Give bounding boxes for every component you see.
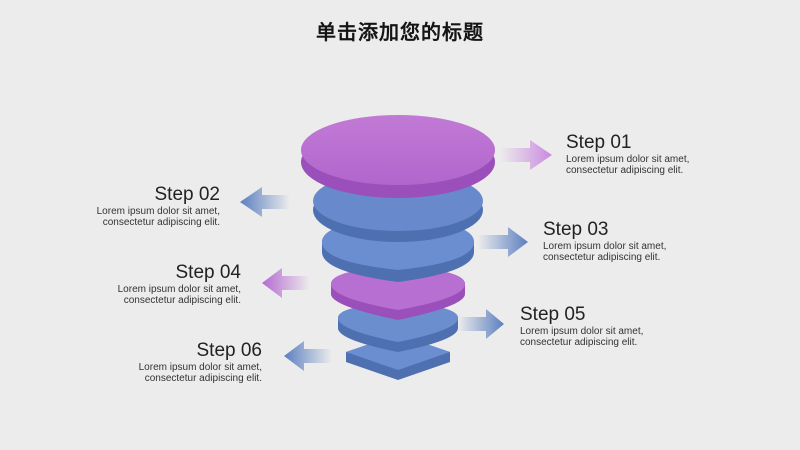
- arrow-step-04: [262, 268, 310, 298]
- layer-04: [331, 266, 465, 320]
- step-01-desc-line1: Lorem ipsum dolor sit amet,: [566, 154, 690, 165]
- step-06: Step 06 Lorem ipsum dolor sit amet, cons…: [110, 340, 262, 384]
- step-06-desc-line1: Lorem ipsum dolor sit amet,: [138, 362, 262, 373]
- step-04-desc-line1: Lorem ipsum dolor sit amet,: [117, 284, 241, 295]
- step-04: Step 04 Lorem ipsum dolor sit amet, cons…: [90, 262, 241, 306]
- step-01: Step 01 Lorem ipsum dolor sit amet, cons…: [566, 132, 689, 176]
- arrow-step-05: [458, 309, 504, 339]
- arrow-step-03: [478, 227, 528, 257]
- step-01-desc-line2: consectetur adipiscing elit.: [566, 165, 684, 176]
- step-02-title: Step 02: [154, 184, 221, 205]
- step-03: Step 03 Lorem ipsum dolor sit amet, cons…: [543, 219, 666, 263]
- step-05-title: Step 05: [520, 304, 586, 325]
- step-03-title: Step 03: [543, 219, 609, 240]
- arrow-step-06: [284, 341, 332, 371]
- step-02: Step 02 Lorem ipsum dolor sit amet, cons…: [70, 184, 220, 228]
- step-05-desc-line2: consectetur adipiscing elit.: [520, 337, 638, 348]
- page-title: 单击添加您的标题: [316, 20, 484, 44]
- step-05: Step 05 Lorem ipsum dolor sit amet, cons…: [520, 304, 643, 348]
- step-02-desc-line2: consectetur adipiscing elit.: [102, 217, 220, 228]
- step-06-desc-line2: consectetur adipiscing elit.: [144, 373, 262, 384]
- step-05-desc-line1: Lorem ipsum dolor sit amet,: [520, 326, 644, 337]
- step-03-desc-line2: consectetur adipiscing elit.: [543, 252, 661, 263]
- step-04-title: Step 04: [175, 262, 242, 283]
- arrow-step-01: [500, 140, 552, 170]
- arrow-step-02: [240, 187, 290, 217]
- step-02-desc-line1: Lorem ipsum dolor sit amet,: [96, 206, 220, 217]
- step-06-title: Step 06: [196, 340, 263, 361]
- layer-01: [301, 115, 495, 198]
- step-03-desc-line1: Lorem ipsum dolor sit amet,: [543, 241, 667, 252]
- step-04-desc-line2: consectetur adipiscing elit.: [123, 295, 241, 306]
- step-01-title: Step 01: [566, 132, 632, 153]
